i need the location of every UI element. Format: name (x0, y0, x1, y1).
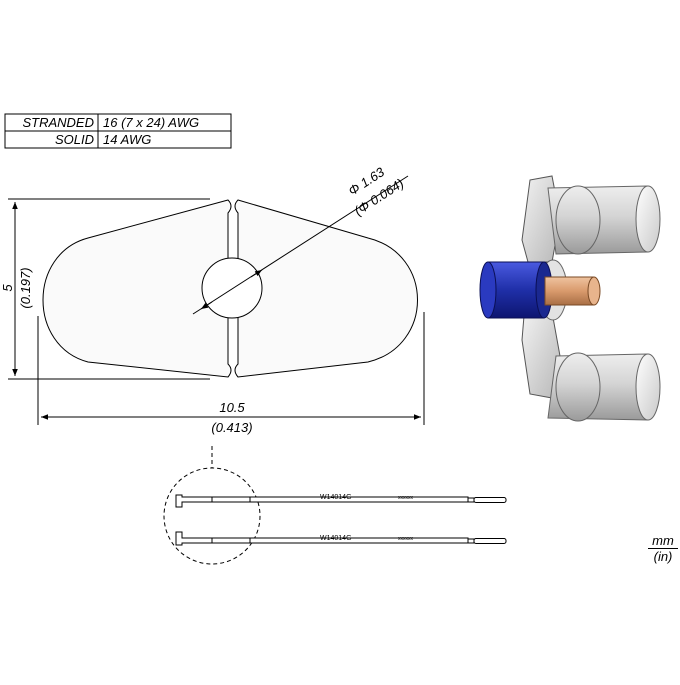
lower-cartridge (175, 531, 507, 546)
spec-value-solid: 14 AWG (103, 132, 151, 147)
lower-cartridge-serial: xxxxxx (398, 536, 414, 542)
width-in: (0.413) (211, 420, 252, 435)
units-legend: mm (in) (648, 533, 678, 564)
width-mm: 10.5 (219, 400, 245, 415)
spec-value-stranded: 16 (7 x 24) AWG (103, 115, 199, 130)
lower-cartridge-model: W14014G (320, 535, 352, 542)
detail-callout-circle (163, 467, 261, 565)
height-dimension (8, 198, 210, 380)
copper-conductor-end (587, 276, 601, 306)
height-in: (0.197) (18, 267, 33, 308)
units-imperial: (in) (653, 549, 673, 564)
upper-cartridge-serial: xxxxxx (398, 495, 414, 501)
hole-leader-line (192, 175, 409, 315)
spec-label-solid: SOLID (55, 132, 94, 147)
wire-insulation-back (479, 261, 497, 319)
upper-cartridge (175, 494, 507, 508)
upper-cartridge-model: W14014G (320, 494, 352, 501)
lower-cylinder-cap (635, 353, 661, 421)
tip-face-left-half (42, 199, 232, 378)
height-mm: 5 (0, 284, 15, 292)
spec-table: STRANDED 16 (7 x 24) AWG SOLID 14 AWG (4, 113, 232, 149)
spec-label-stranded: STRANDED (22, 115, 94, 130)
soldering-tip-render (479, 175, 661, 422)
width-dimension (37, 312, 425, 425)
hole-arrow-upper (250, 269, 263, 278)
upper-cylinder-cap (635, 185, 661, 253)
tip-hole (201, 257, 263, 319)
copper-conductor-icon (544, 276, 595, 306)
lower-cylinder-end (555, 352, 601, 422)
tip-face-right-half (234, 199, 418, 378)
hole-arrow-lower (200, 301, 213, 310)
units-metric: mm (648, 533, 678, 549)
upper-cylinder-end (555, 185, 601, 255)
tip-face-outline (42, 199, 418, 378)
cartridge-side-view (163, 446, 507, 565)
